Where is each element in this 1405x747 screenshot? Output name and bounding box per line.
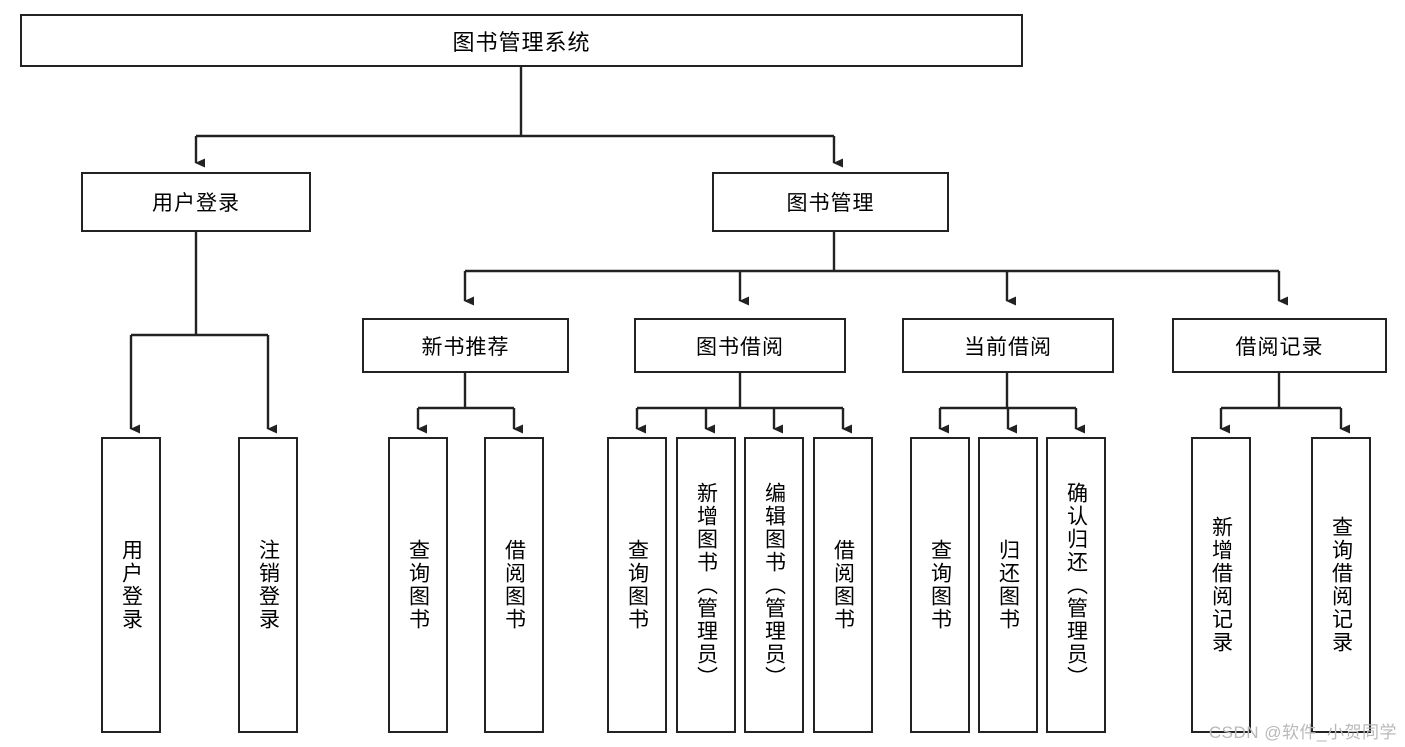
leaf-borrow-query-book[interactable]: 查询图书 (607, 437, 667, 733)
node-user-login[interactable]: 用户登录 (81, 172, 311, 232)
leaf-label: 查询图书 (928, 539, 952, 631)
leaf-records-add[interactable]: 新增借阅记录 (1191, 437, 1251, 733)
leaf-label: 新增图书（管理员） (694, 481, 718, 689)
leaf-label: 借阅图书 (831, 539, 855, 631)
leaf-new-book-borrow[interactable]: 借阅图书 (484, 437, 544, 733)
leaf-label: 注销登录 (256, 539, 280, 631)
leaf-label: 归还图书 (996, 539, 1020, 631)
watermark-text: CSDN @软件_小贺同学 (1208, 723, 1397, 742)
leaf-label: 编辑图书（管理员） (762, 481, 786, 689)
leaf-borrow-edit-book-admin[interactable]: 编辑图书（管理员） (744, 437, 804, 733)
leaf-borrow-add-book-admin[interactable]: 新增图书（管理员） (676, 437, 736, 733)
leaf-records-query[interactable]: 查询借阅记录 (1311, 437, 1371, 733)
leaf-label: 借阅图书 (502, 539, 526, 631)
node-root[interactable]: 图书管理系统 (20, 14, 1023, 67)
leaf-label: 用户登录 (119, 539, 143, 631)
node-borrow-records[interactable]: 借阅记录 (1172, 318, 1387, 373)
leaf-label: 查询图书 (406, 539, 430, 631)
node-book-borrow[interactable]: 图书借阅 (634, 318, 846, 373)
leaf-label: 确认归还（管理员） (1064, 481, 1088, 689)
leaf-current-return-book[interactable]: 归还图书 (978, 437, 1038, 733)
leaf-new-book-query[interactable]: 查询图书 (388, 437, 448, 733)
leaf-label: 查询图书 (625, 539, 649, 631)
node-current-borrow[interactable]: 当前借阅 (902, 318, 1114, 373)
leaf-label: 新增借阅记录 (1209, 516, 1233, 654)
node-new-book-recommend[interactable]: 新书推荐 (362, 318, 569, 373)
leaf-current-query-book[interactable]: 查询图书 (910, 437, 970, 733)
leaf-logout[interactable]: 注销登录 (238, 437, 298, 733)
leaf-borrow-borrow-book[interactable]: 借阅图书 (813, 437, 873, 733)
node-book-management[interactable]: 图书管理 (712, 172, 949, 232)
leaf-user-login[interactable]: 用户登录 (101, 437, 161, 733)
leaf-label: 查询借阅记录 (1329, 516, 1353, 654)
leaf-current-confirm-return-admin[interactable]: 确认归还（管理员） (1046, 437, 1106, 733)
